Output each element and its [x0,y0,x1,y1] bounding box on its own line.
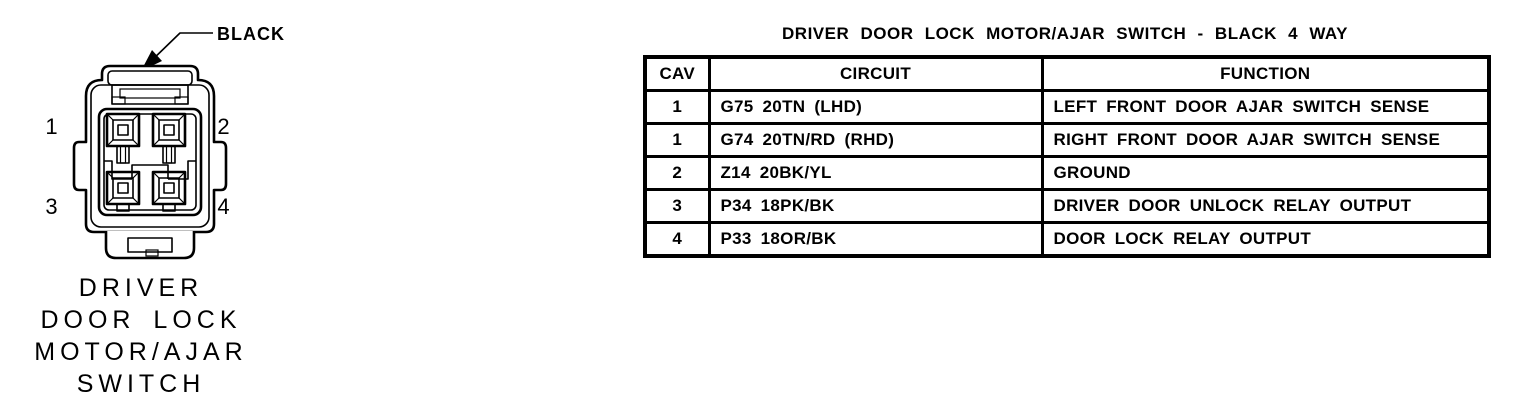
function-cell: RIGHT FRONT DOOR AJAR SWITCH SENSE [1040,122,1491,158]
cav-cell: 1 [643,122,711,158]
circuit-cell: Z14 20BK/YL [707,155,1044,191]
connector-cavity [97,107,203,217]
col-header-function: FUNCTION [1040,55,1491,92]
circuit-cell: P34 18PK/BK [707,188,1044,224]
pin-label-2: 2 [217,114,230,139]
header-row: CAV CIRCUIT FUNCTION [643,55,1491,92]
function-cell: DRIVER DOOR UNLOCK RELAY OUTPUT [1040,188,1491,224]
pin-label-3: 3 [45,194,58,219]
connector-color-label: BLACK [217,24,285,44]
table-title: DRIVER DOOR LOCK MOTOR/AJAR SWITCH - BLA… [782,24,1348,43]
circuit-cell: P33 18OR/BK [707,221,1044,258]
col-header-cav: CAV [643,55,711,92]
connector-caption: DRIVER DOOR LOCK MOTOR/AJAR SWITCH [0,272,282,400]
pinout-table: CAV CIRCUIT FUNCTION 1 G75 20TN (LHD) LE… [643,55,1491,258]
table-row: 2 Z14 20BK/YL GROUND [643,155,1491,191]
caption-line: DOOR LOCK [40,306,242,334]
connector-diagram: BLACK [45,24,285,260]
function-cell: LEFT FRONT DOOR AJAR SWITCH SENSE [1040,89,1491,125]
col-header-circuit: CIRCUIT [707,55,1044,92]
circuit-cell: G74 20TN/RD (RHD) [707,122,1044,158]
caption-line: MOTOR/AJAR [34,338,248,366]
pinout-table-block: DRIVER DOOR LOCK MOTOR/AJAR SWITCH - BLA… [643,24,1491,258]
caption-line: SWITCH [76,370,206,398]
connector-body [72,64,228,234]
cav-cell: 3 [643,188,711,224]
pin-label-1: 1 [45,114,58,139]
caption-line: DRIVER [78,274,204,302]
connector-bottom-tab [104,231,196,260]
pin-label-4: 4 [217,194,230,219]
table-row: 4 P33 18OR/BK DOOR LOCK RELAY OUTPUT [643,221,1491,258]
function-cell: DOOR LOCK RELAY OUTPUT [1040,221,1491,258]
connector-latch [107,70,193,105]
table-row: 1 G75 20TN (LHD) LEFT FRONT DOOR AJAR SW… [643,89,1491,125]
cav-cell: 2 [643,155,711,191]
cav-cell: 4 [643,221,711,258]
circuit-cell: G75 20TN (LHD) [707,89,1044,125]
cav-cell: 1 [643,89,711,125]
table-row: 3 P34 18PK/BK DRIVER DOOR UNLOCK RELAY O… [643,188,1491,224]
function-cell: GROUND [1040,155,1491,191]
table-row: 1 G74 20TN/RD (RHD) RIGHT FRONT DOOR AJA… [643,122,1491,158]
